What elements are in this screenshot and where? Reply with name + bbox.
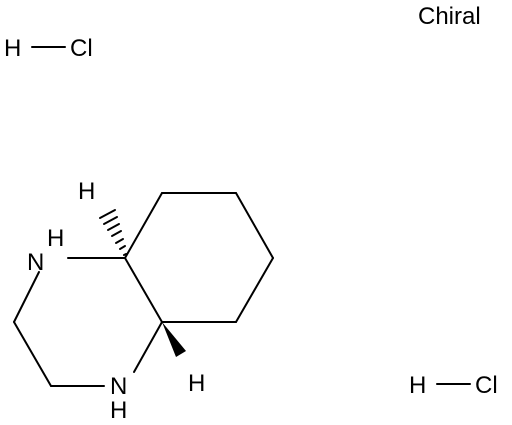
bond-c2-c3 [13, 321, 52, 387]
bond-c8a-c8 [124, 192, 163, 259]
bond-c4a-c8a [124, 257, 163, 323]
bond-c7-c6 [235, 192, 274, 259]
hashed-wedge-bond [99, 209, 127, 256]
bond-c6-c5 [235, 257, 274, 323]
bond-n1-c2 [13, 271, 40, 323]
hcl-bottom: H Cl [409, 372, 498, 399]
atom-c4a-hydrogen: H [188, 370, 205, 397]
chiral-flag: Chiral [418, 3, 481, 30]
solid-wedge-bond [162, 322, 186, 357]
decahydroquinoxaline: N H N H H H [13, 178, 274, 424]
bond-n4-c4a [133, 321, 163, 373]
atom-n4-nitrogen: N [110, 373, 127, 400]
atom-n1-nitrogen: N [27, 249, 44, 276]
hcl-top-h: H [4, 35, 21, 62]
hcl-bottom-h: H [409, 372, 426, 399]
atom-n4-hydrogen: H [110, 397, 127, 424]
atom-n1-hydrogen: H [47, 225, 64, 252]
hcl-bottom-cl: Cl [475, 372, 498, 399]
atom-c8a-hydrogen: H [78, 178, 95, 205]
hcl-top-cl: Cl [70, 35, 93, 62]
hcl-top: H Cl [4, 35, 93, 62]
